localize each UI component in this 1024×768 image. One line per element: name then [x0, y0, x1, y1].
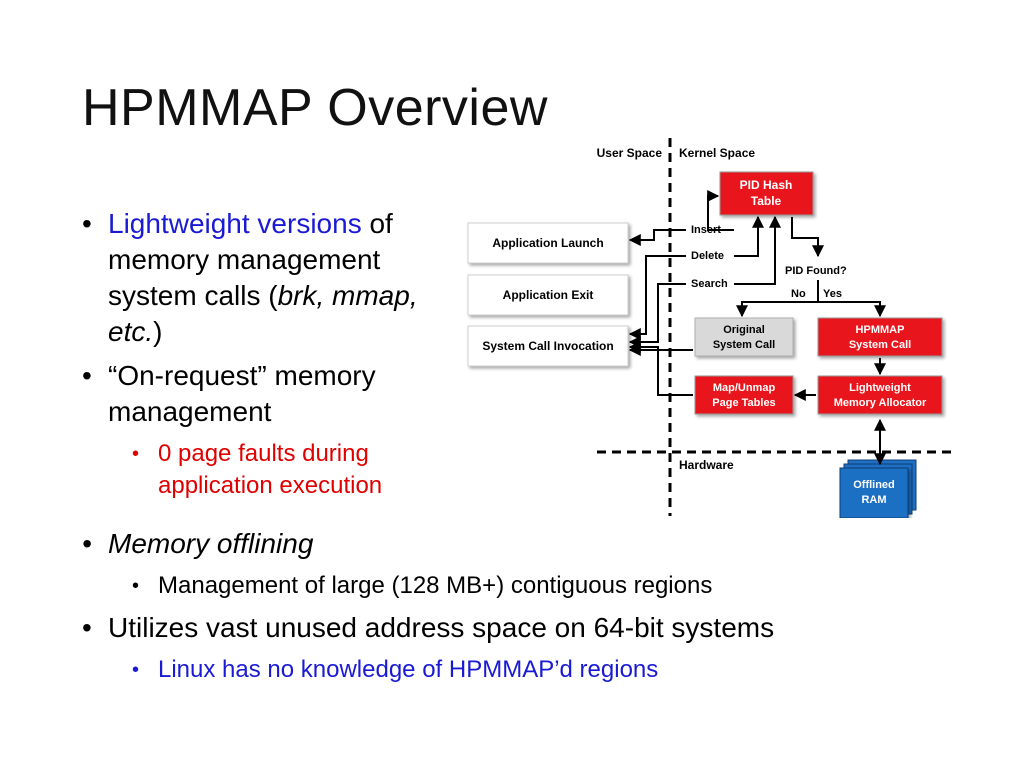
map-unmap-line2: Page Tables [712, 397, 775, 409]
map-unmap-box: Map/Unmap Page Tables [694, 375, 794, 415]
hpmmap-syscall-line1: HPMMAP [856, 324, 905, 336]
bullet-italic-text: brk, mmap, etc. [108, 280, 418, 347]
offlined-ram-stack: Offlined RAM [839, 459, 917, 519]
no-label: No [791, 288, 806, 300]
lightweight-allocator-box: Lightweight Memory Allocator [817, 375, 943, 415]
subbullet-large-regions: Management of large (128 MB+) contiguous… [132, 570, 982, 602]
search-label: Search [691, 278, 728, 290]
app-exit-box: Application Exit [467, 274, 629, 316]
kernel-space-label: Kernel Space [679, 146, 755, 160]
hpmmap-syscall-box: HPMMAP System Call [817, 317, 943, 357]
bullet-list: Lightweight versions of memory managemen… [82, 206, 982, 694]
pid-found-label: PID Found? [785, 265, 847, 277]
syscall-invocation-label: System Call Invocation [482, 339, 613, 353]
original-syscall-box: Original System Call [694, 317, 794, 357]
bullet-text: of memory management system calls ( [108, 208, 393, 311]
pid-hash-line1: PID Hash [740, 178, 793, 192]
pid-hash-table-box: PID Hash Table [719, 171, 814, 216]
app-launch-label: Application Launch [492, 236, 603, 250]
hardware-label: Hardware [679, 458, 734, 472]
lightweight-alloc-line1: Lightweight [849, 382, 911, 394]
yes-label: Yes [823, 288, 842, 300]
app-exit-label: Application Exit [503, 288, 594, 302]
bullet-on-request: “On-request” memory management [82, 358, 468, 430]
insert-label: Insert [691, 224, 721, 236]
syscall-invocation-box: System Call Invocation [467, 325, 629, 367]
hpmmap-syscall-line2: System Call [849, 339, 911, 351]
bullet-lightweight-versions: Lightweight versions of memory managemen… [82, 206, 468, 350]
pid-hash-line2: Table [751, 194, 782, 208]
lightweight-alloc-line2: Memory Allocator [834, 397, 927, 409]
bullet-address-space: Utilizes vast unused address space on 64… [82, 610, 982, 646]
original-syscall-line1: Original [723, 324, 765, 336]
subbullet-page-faults: 0 page faults during application executi… [132, 438, 458, 502]
bullet-memory-offlining: Memory offlining [82, 526, 982, 562]
user-space-label: User Space [597, 146, 663, 160]
bullet-close-paren: ) [153, 316, 163, 347]
offlined-ram-line1: Offlined [853, 479, 895, 491]
app-launch-box: Application Launch [467, 222, 629, 264]
diagram-connectors [628, 190, 886, 466]
original-syscall-line2: System Call [713, 339, 775, 351]
offlined-ram-line2: RAM [861, 494, 886, 506]
delete-label: Delete [691, 250, 724, 262]
map-unmap-line1: Map/Unmap [713, 382, 776, 394]
subbullet-linux-knowledge: Linux has no knowledge of HPMMAP’d regio… [132, 654, 982, 686]
bullet-highlight: Lightweight versions [108, 208, 362, 239]
slide-title: HPMMAP Overview [82, 79, 548, 137]
hpmmap-diagram: User Space Kernel Space Hardware PID Has… [462, 138, 962, 519]
